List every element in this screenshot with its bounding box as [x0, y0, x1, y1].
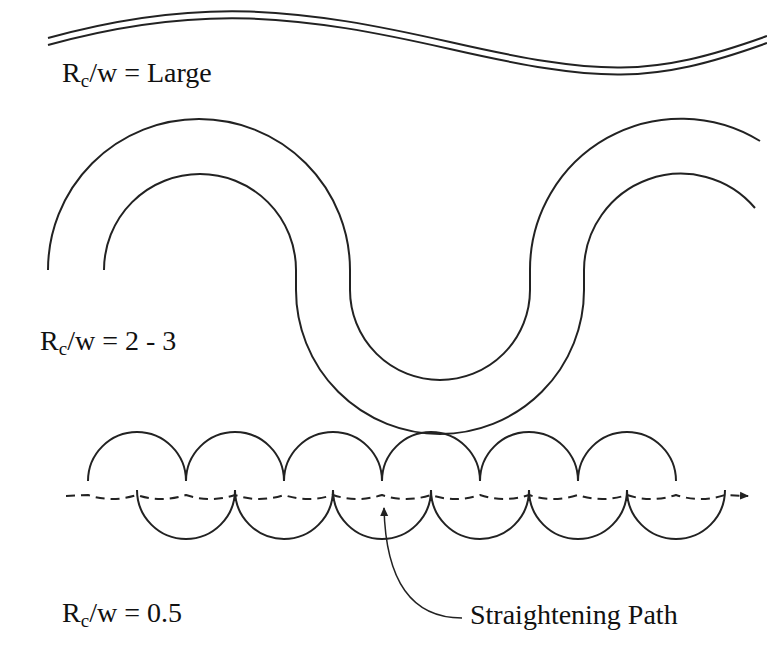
- leader-arrow: [384, 508, 462, 618]
- channel-bank: [88, 432, 676, 481]
- channel-bank: [104, 174, 755, 434]
- ratio-label: Rc/w = 2 - 3: [40, 324, 176, 361]
- ratio-label: Rc/w = 0.5: [62, 596, 182, 633]
- ratio-label: Rc/w = Large: [62, 56, 212, 93]
- callout-label: Straightening Path: [470, 598, 678, 632]
- channel-bank: [137, 490, 725, 539]
- straightening-path: [66, 495, 748, 499]
